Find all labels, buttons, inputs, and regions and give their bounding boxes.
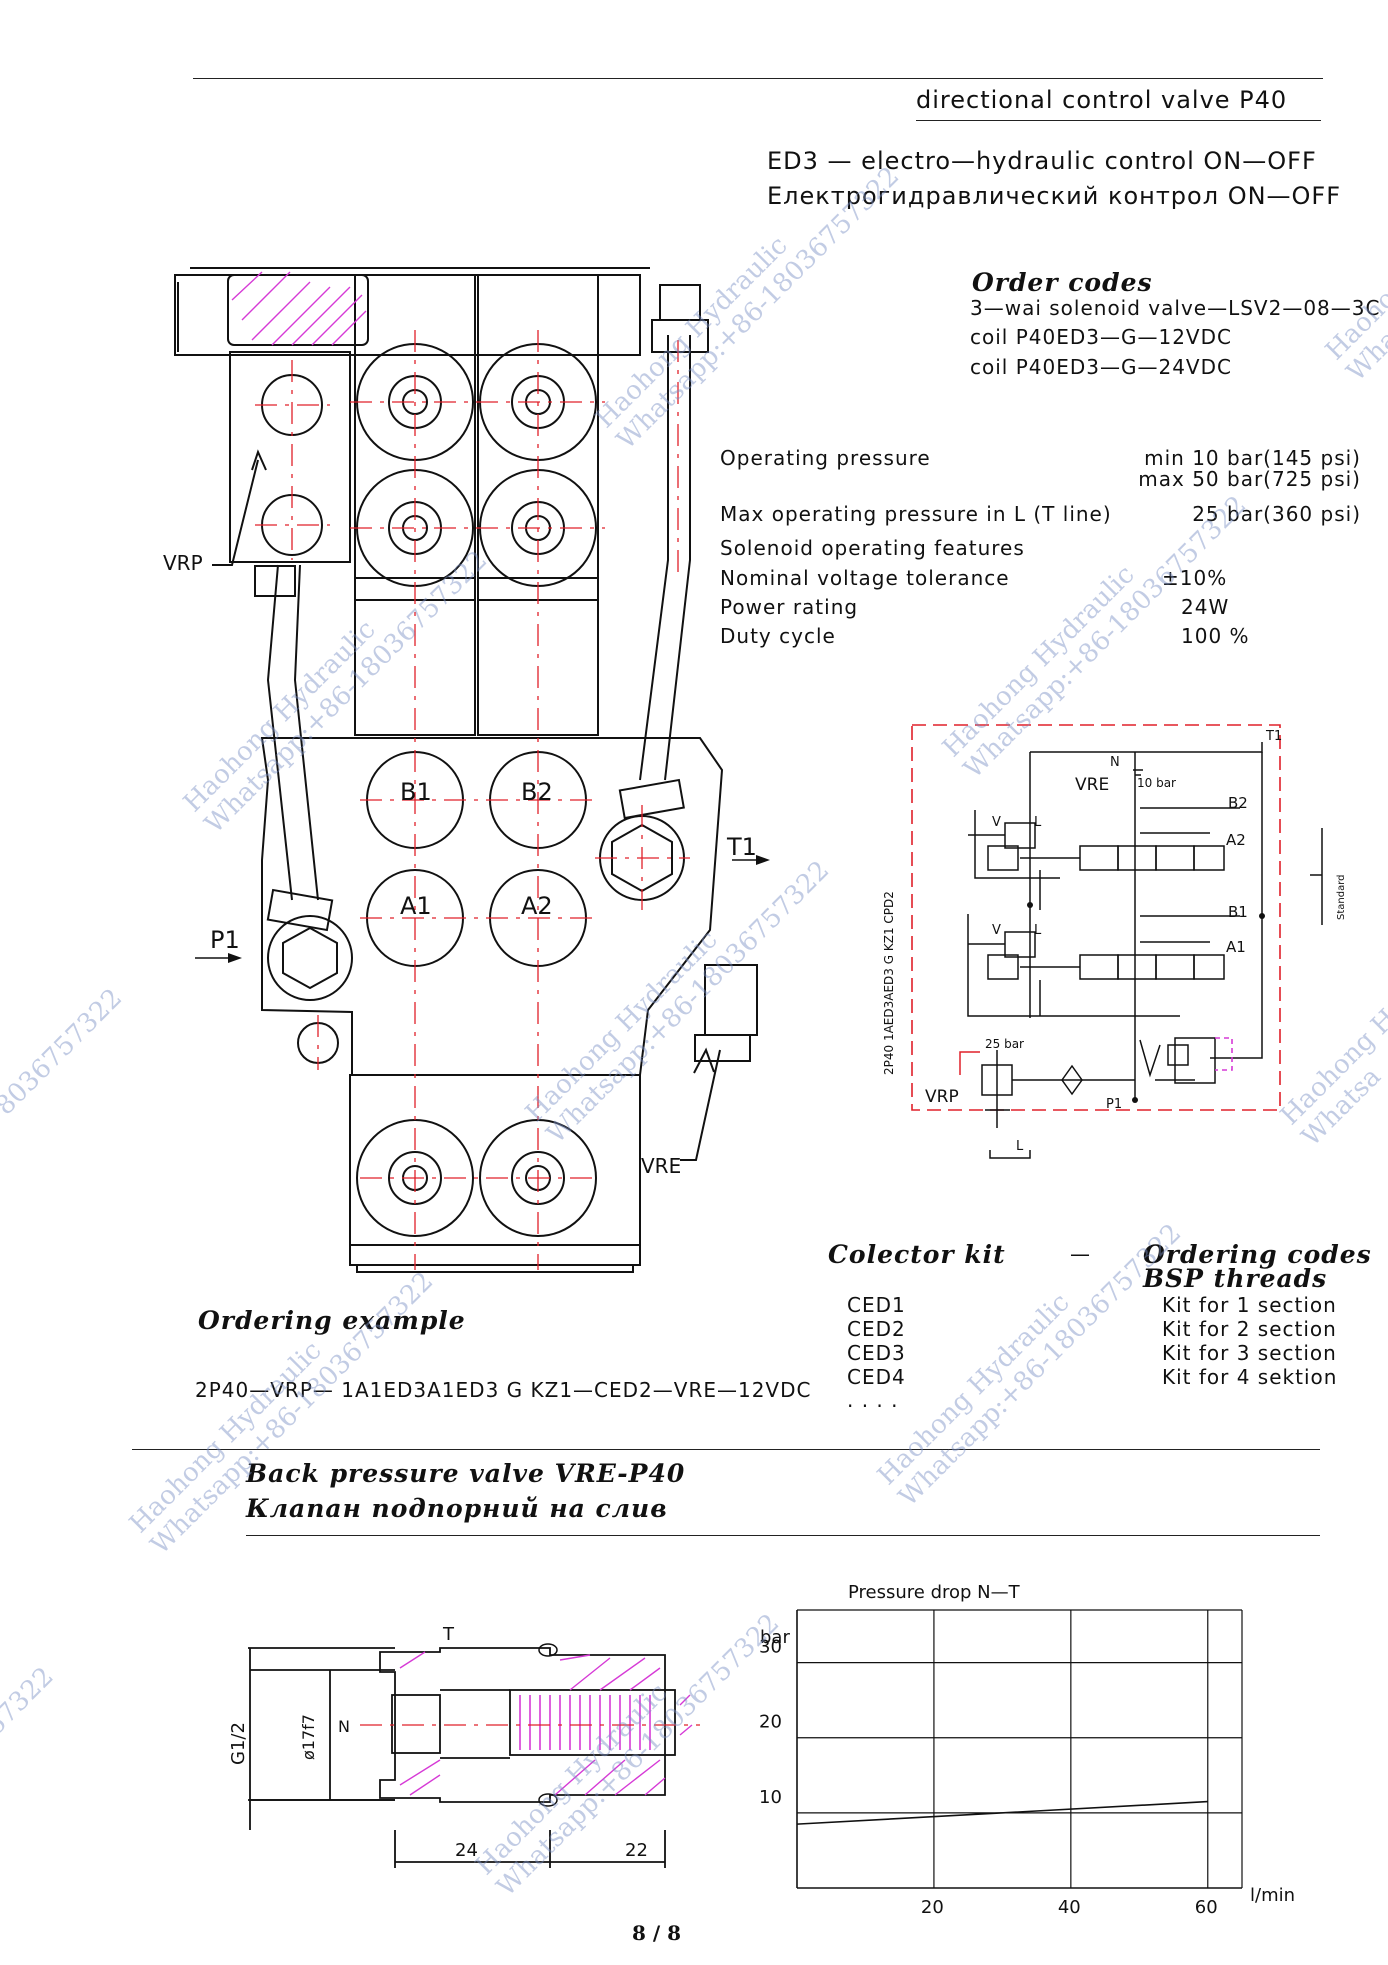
- schem-l-lower: L: [1034, 923, 1042, 938]
- label-p1: P1: [210, 926, 240, 954]
- ordering-example-title: Ordering example: [198, 1306, 466, 1335]
- collector-more: . . . .: [847, 1388, 899, 1412]
- vre-label-n: N: [338, 1717, 350, 1736]
- spec-power-value: 24W: [1181, 595, 1230, 619]
- product-title: directional control valve P40: [916, 86, 1288, 114]
- schem-n: N: [1110, 755, 1120, 770]
- spec-operating-pressure-min: min 10 bar(145 psi): [1144, 446, 1361, 470]
- order-code-line-2: coil P40ED3—G—12VDC: [970, 325, 1232, 349]
- label-t1: T1: [726, 833, 757, 861]
- page-number: 8 / 8: [632, 1921, 682, 1945]
- schem-l-upper: L: [1034, 815, 1042, 830]
- vre-label-t: T: [442, 1624, 455, 1645]
- schem-25bar: 25 bar: [985, 1037, 1024, 1051]
- schem-vre: VRE: [1075, 775, 1109, 795]
- order-codes-title: Order codes: [972, 268, 1153, 297]
- chart-y-tick-label: 20: [759, 1712, 782, 1733]
- chart-series-line: [796, 1800, 1208, 1825]
- schem-vertical-code: 2P40 1AED3AED3 G KZ1 CPD2: [882, 891, 896, 1075]
- label-vrp-top: VRP: [163, 551, 203, 575]
- spec-solenoid-label: Solenoid operating features: [720, 536, 1025, 560]
- watermark-partial-left-2: 57322: [0, 1661, 60, 1742]
- chart-y-axis-label: bar: [760, 1627, 790, 1648]
- vre-label-d: ø17f7: [299, 1714, 318, 1760]
- schem-standard: Standard: [1336, 875, 1347, 921]
- chart-y-tick-label: 30: [759, 1637, 782, 1658]
- hydraulic-schematic: N VRE 10 bar T1 B2 A2 B1 A1 V L V L 25 b…: [882, 724, 1347, 1159]
- chart-x-tick-label: 20: [921, 1897, 944, 1918]
- collector-ordering-title: Ordering codes: [1143, 1240, 1372, 1269]
- watermark-partial-left: 8036757322: [0, 983, 129, 1122]
- section-rule-bottom: [246, 1535, 1320, 1536]
- collector-dash: —: [1070, 1242, 1091, 1266]
- valve-drawing: VRP P1 T1 B1 B2 A1 A2 VRE: [163, 267, 770, 1273]
- spec-tolerance-label: Nominal voltage tolerance: [720, 566, 1010, 590]
- collector-code-2: CED2: [847, 1317, 906, 1341]
- label-b1: B1: [400, 778, 432, 806]
- back-pressure-title-en: Back pressure valve VRE-P40: [246, 1459, 686, 1488]
- schem-t1: T1: [1265, 729, 1282, 744]
- collector-title: Colector kit: [828, 1240, 1006, 1269]
- schem-l-bottom: L: [1016, 1139, 1024, 1154]
- spec-duty-value: 100 %: [1181, 624, 1250, 648]
- schem-a2: A2: [1226, 831, 1246, 849]
- schem-vre-bar: 10 bar: [1137, 776, 1176, 790]
- collector-bsp-title: BSP threads: [1143, 1264, 1328, 1293]
- schem-v-lower: V: [992, 923, 1001, 938]
- chart-x-axis-label: l/min: [1250, 1885, 1295, 1906]
- chart-x-tick-label: 60: [1195, 1897, 1218, 1918]
- label-a1: A1: [400, 892, 432, 920]
- schem-b2: B2: [1228, 794, 1248, 812]
- spec-tolerance-value: ±10%: [1162, 566, 1228, 590]
- spec-operating-pressure-label: Operating pressure: [720, 446, 931, 470]
- schem-v-upper: V: [992, 815, 1001, 830]
- schem-p1: P1: [1106, 1097, 1122, 1112]
- label-vre: VRE: [641, 1154, 681, 1178]
- back-pressure-title-ru: Клапан подпорний на слив: [246, 1494, 668, 1523]
- chart-y-tick-label: 10: [759, 1787, 782, 1808]
- product-underline: [916, 120, 1321, 121]
- pressure-drop-chart: Pressure drop N—T bar l/min 20 40 60 10 20 30: [759, 1582, 1295, 1918]
- collector-desc-2: Kit for 2 section: [1162, 1317, 1337, 1341]
- chart-x-tick-label: 40: [1058, 1897, 1081, 1918]
- vre-dim-24: 24: [455, 1840, 478, 1861]
- collector-code-3: CED3: [847, 1341, 906, 1365]
- label-b2: B2: [521, 778, 553, 806]
- schem-b1: B1: [1228, 903, 1248, 921]
- schem-a1: A1: [1226, 938, 1246, 956]
- spec-max-l-label: Max operating pressure in L (T line): [720, 502, 1112, 526]
- subtitle-en: ED3 — electro—hydraulic control ON—OFF: [767, 147, 1317, 175]
- spec-operating-pressure-max: max 50 bar(725 psi): [1138, 467, 1361, 491]
- vre-label-g: G1/2: [228, 1722, 249, 1765]
- vre-dim-22: 22: [625, 1840, 648, 1861]
- subtitle-ru: Електрогидравлический контрол ON—OFF: [767, 182, 1342, 210]
- spec-power-label: Power rating: [720, 595, 859, 619]
- collector-desc-3: Kit for 3 section: [1162, 1341, 1337, 1365]
- schem-vrp: VRP: [925, 1087, 959, 1107]
- spec-max-l-value: 25 bar(360 psi): [1192, 502, 1361, 526]
- section-rule-top: [132, 1449, 1320, 1450]
- top-rule: [193, 78, 1323, 79]
- collector-code-4: CED4: [847, 1365, 906, 1389]
- ordering-example-code: 2P40—VRP— 1A1ED3A1ED3 G KZ1—CED2—VRE—12V…: [195, 1378, 812, 1402]
- collector-code-1: CED1: [847, 1293, 906, 1317]
- collector-desc-4: Kit for 4 sektion: [1162, 1365, 1338, 1389]
- spec-duty-label: Duty cycle: [720, 624, 836, 648]
- chart-title: Pressure drop N—T: [848, 1582, 1021, 1603]
- vre-drawing: T G1/2 ø17f7 N 24 22: [228, 1624, 700, 1868]
- collector-desc-1: Kit for 1 section: [1162, 1293, 1337, 1317]
- order-code-line-1: 3—wai solenoid valve—LSV2—08—3C: [970, 296, 1381, 320]
- order-code-line-3: coil P40ED3—G—24VDC: [970, 355, 1232, 379]
- label-a2: A2: [521, 892, 553, 920]
